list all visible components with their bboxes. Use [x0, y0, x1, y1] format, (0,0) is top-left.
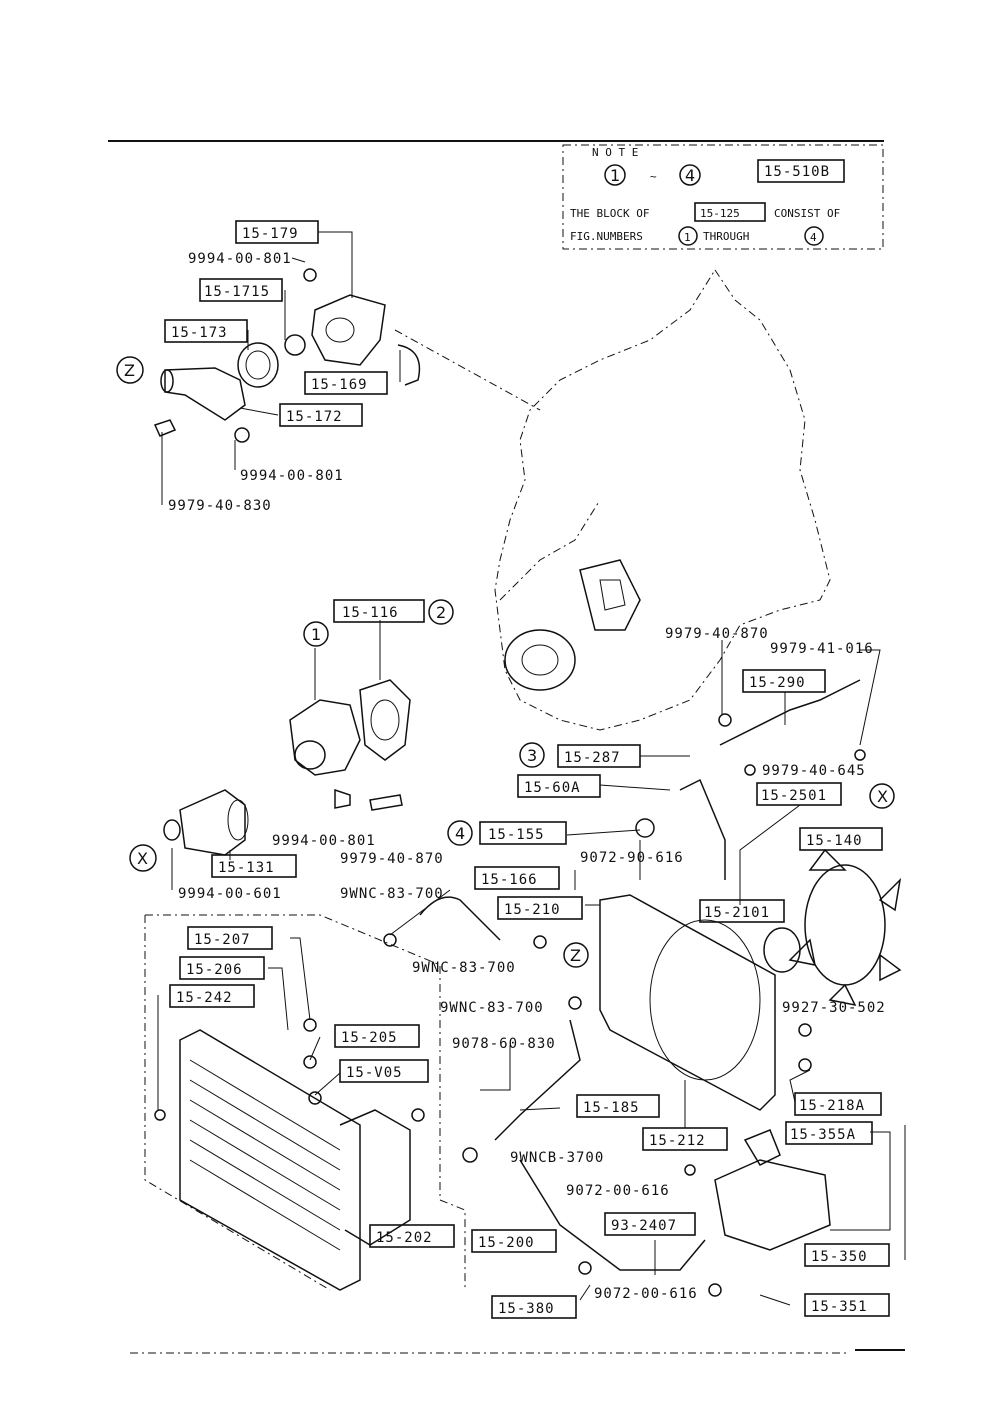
note-ref-510b: 15-510B — [764, 164, 830, 180]
label-15-351: 15-351 — [811, 1299, 868, 1315]
thermostat-group — [153, 268, 421, 443]
label-93-2407: 93-2407 — [611, 1218, 677, 1234]
part-labels: 15-179 15-1715 15-173 15-169 15-172 15-1… — [164, 220, 890, 1319]
label-15-242: 15-242 — [176, 990, 233, 1006]
num-9078-60-830: 9078-60-830 — [452, 1036, 556, 1052]
num-9979-40-645: 9979-40-645 — [762, 763, 866, 779]
marker-x-right-text: X — [877, 787, 888, 806]
label-15-v05: 15-V05 — [346, 1065, 403, 1081]
label-15-172: 15-172 — [286, 409, 343, 425]
label-15-290: 15-290 — [749, 675, 806, 691]
num-9927-30-502: 9927-30-502 — [782, 1000, 886, 1016]
marker-x-left-text: X — [137, 849, 148, 868]
note-header: N O T E — [592, 146, 638, 159]
label-15-131: 15-131 — [218, 860, 275, 876]
marker-z-bottom-text: Z — [570, 946, 581, 965]
num-9994-00-801-pump: 9994-00-801 — [272, 833, 376, 849]
num-9979-41-016: 9979-41-016 — [770, 641, 874, 657]
note-circle-1 — [604, 164, 626, 186]
label-15-287: 15-287 — [564, 750, 621, 766]
note-line3-mid: THROUGH — [703, 230, 749, 243]
label-15-179: 15-179 — [242, 226, 299, 242]
num-9wncb-3700: 9WNCB-3700 — [510, 1150, 604, 1166]
label-15-207: 15-207 — [194, 932, 251, 948]
label-15-140: 15-140 — [806, 833, 863, 849]
water-pump-group — [163, 679, 411, 856]
fasteners — [154, 713, 866, 1297]
label-15-218a: 15-218A — [799, 1098, 865, 1114]
note-circle-4 — [679, 164, 701, 186]
marker-x-left — [129, 844, 157, 872]
num-9wnc-83-700-a: 9WNC-83-700 — [340, 886, 444, 902]
num-9979-40-870-top: 9979-40-870 — [665, 626, 769, 642]
fan-shroud — [599, 894, 776, 1111]
label-15-206: 15-206 — [186, 962, 243, 978]
label-15-173: 15-173 — [171, 325, 228, 341]
num-9072-00-616-b: 9072-00-616 — [594, 1286, 698, 1302]
marker-4-text: 4 — [455, 824, 465, 843]
num-9072-00-616-a: 9072-00-616 — [566, 1183, 670, 1199]
marker-z-bottom — [563, 942, 589, 968]
label-15-116: 15-116 — [342, 605, 399, 621]
marker-4 — [447, 820, 473, 846]
radiator — [144, 914, 466, 1291]
label-15-166: 15-166 — [481, 872, 538, 888]
num-9979-40-870-pump: 9979-40-870 — [340, 851, 444, 867]
marker-1 — [303, 621, 329, 647]
note-box: N O T E 1 ~ 4 15-510B THE BLOCK OF 15-12… — [562, 144, 884, 250]
note-dash: ~ — [650, 170, 657, 183]
note-line3: FIG.NUMBERS — [570, 230, 643, 243]
label-15-169: 15-169 — [311, 377, 368, 393]
fan-group — [763, 848, 902, 1007]
note-line2-ref: 15-125 — [700, 207, 740, 220]
note-circle-1-text: 1 — [610, 166, 620, 185]
hardware-numbers: 9994-00-801 9994-00-801 9979-40-830 9979… — [168, 251, 886, 1302]
num-9wnc-83-700-c: 9WNC-83-700 — [440, 1000, 544, 1016]
label-15-60a: 15-60A — [524, 780, 581, 796]
marker-1-text: 1 — [311, 625, 321, 644]
marker-x-right — [869, 783, 895, 809]
label-15-202: 15-202 — [376, 1230, 433, 1246]
label-15-185: 15-185 — [583, 1100, 640, 1116]
num-9994-00-601: 9994-00-601 — [178, 886, 282, 902]
label-15-210: 15-210 — [504, 902, 561, 918]
label-15-200: 15-200 — [478, 1235, 535, 1251]
marker-3-text: 3 — [527, 746, 537, 765]
label-15-205: 15-205 — [341, 1030, 398, 1046]
note-line3-start: 1 — [684, 231, 691, 244]
label-15-212: 15-212 — [649, 1133, 706, 1149]
label-15-1715: 15-1715 — [204, 284, 270, 300]
label-15-350: 15-350 — [811, 1249, 868, 1265]
note-line2-tail: CONSIST OF — [774, 207, 840, 220]
note-circle-4-text: 4 — [685, 166, 695, 185]
engine-block-drawing — [394, 269, 831, 731]
leader-lines — [157, 231, 906, 1306]
marker-2 — [428, 599, 454, 625]
marker-z-top — [116, 356, 144, 384]
label-15-355a: 15-355A — [790, 1127, 856, 1143]
marker-z-top-text: Z — [124, 361, 135, 380]
reference-markers: Z 1 2 3 X 4 X Z — [116, 356, 895, 968]
label-15-155: 15-155 — [488, 827, 545, 843]
num-9wnc-83-700-b: 9WNC-83-700 — [412, 960, 516, 976]
num-9994-00-801-mid: 9994-00-801 — [240, 468, 344, 484]
num-9072-90-616: 9072-90-616 — [580, 850, 684, 866]
note-line2: THE BLOCK OF — [570, 207, 649, 220]
label-15-380: 15-380 — [498, 1301, 555, 1317]
num-9994-00-801-top: 9994-00-801 — [188, 251, 292, 267]
marker-2-text: 2 — [436, 603, 446, 622]
marker-3 — [519, 742, 545, 768]
label-15-2501: 15-2501 — [761, 788, 827, 804]
label-15-2101: 15-2101 — [704, 905, 770, 921]
note-line3-end: 4 — [810, 231, 817, 244]
num-9979-40-830: 9979-40-830 — [168, 498, 272, 514]
